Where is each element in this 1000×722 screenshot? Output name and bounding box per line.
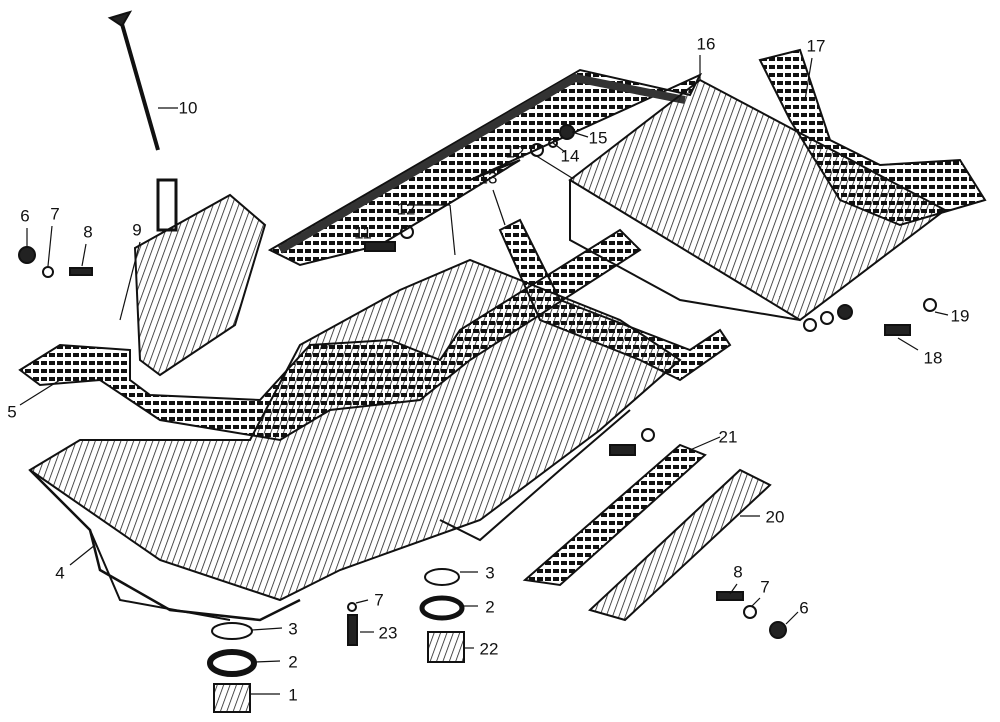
callout-23: 23: [378, 623, 398, 643]
callout-17: 17: [806, 36, 826, 56]
callout-19: 19: [950, 306, 970, 326]
callout-2-right: 2: [485, 597, 495, 617]
callout-2-left: 2: [288, 652, 298, 672]
side-cover: [133, 178, 267, 377]
lower-gasket: [18, 228, 642, 442]
callout-9: 9: [132, 220, 142, 240]
callout-18: 18: [923, 348, 943, 368]
callout-7-right: 7: [760, 577, 770, 597]
upper-gasket: [267, 68, 703, 267]
callout-14: 14: [560, 146, 580, 166]
callout-21: 21: [718, 427, 738, 447]
callout-6-left: 6: [20, 206, 30, 226]
callout-11: 11: [354, 223, 372, 243]
callout-7-left: 7: [50, 204, 60, 224]
callout-22: 22: [479, 639, 499, 659]
leader-lines: [19, 55, 949, 695]
dipstick: [107, 10, 160, 151]
lower-oil-pan: [28, 258, 682, 622]
callout-4: 4: [55, 563, 65, 583]
callout-5: 5: [7, 402, 17, 422]
cover-plate-20: [588, 468, 772, 622]
callout-8-left: 8: [83, 222, 93, 242]
callout-15: 15: [588, 128, 608, 148]
callout-3-left: 3: [288, 619, 298, 639]
callout-8-right: 8: [733, 562, 743, 582]
callout-20: 20: [765, 507, 785, 527]
callout-12: 12: [396, 199, 416, 219]
callout-7-center: 7: [374, 590, 384, 610]
callout-12-upper: 12: [505, 142, 525, 162]
upper-pan: [568, 48, 987, 322]
callout-3-right: 3: [485, 563, 495, 583]
callout-6-right: 6: [799, 598, 809, 618]
callout-10: 10: [178, 98, 198, 118]
callout-1: 1: [288, 685, 298, 705]
small-parts: [18, 124, 937, 713]
callout-16: 16: [696, 34, 716, 54]
gasket-21: [522, 443, 707, 587]
callout-13: 13: [478, 168, 498, 188]
